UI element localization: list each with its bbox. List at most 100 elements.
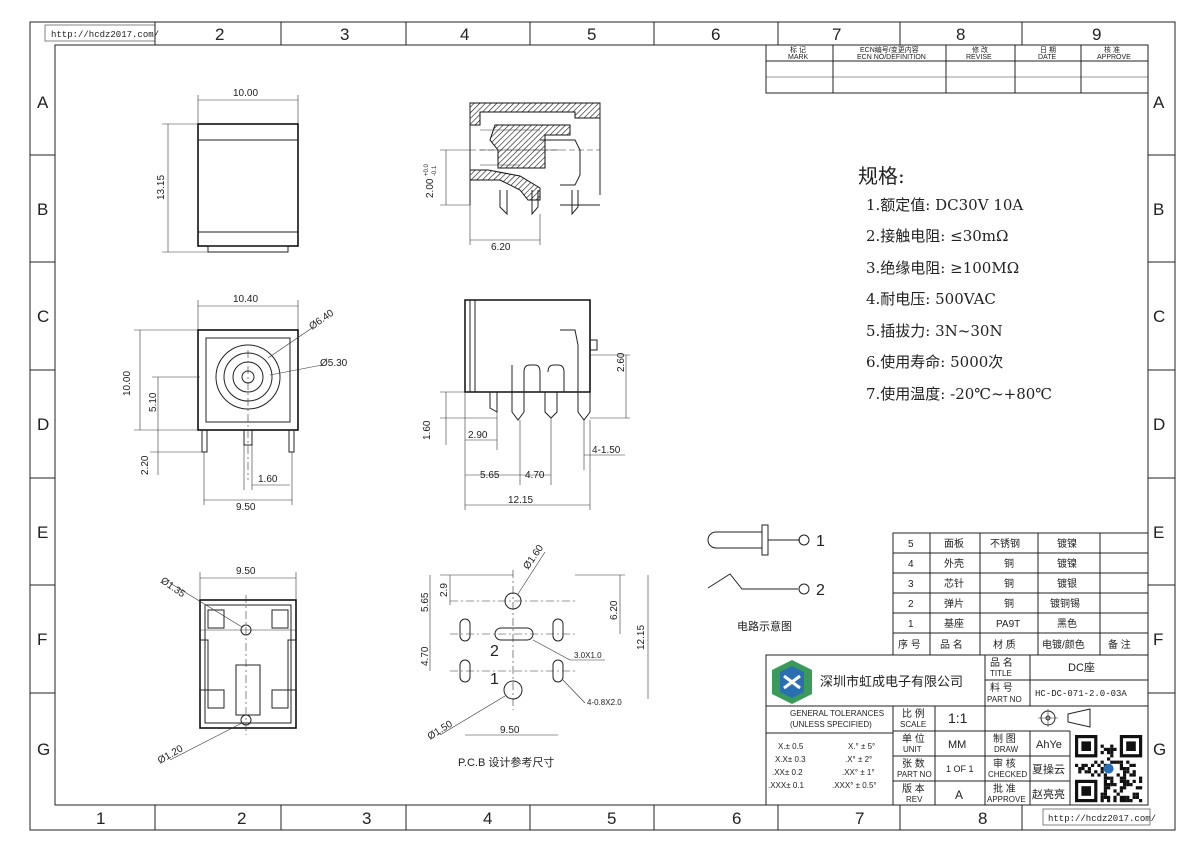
dim-front-51: 5.10 xyxy=(148,392,159,412)
tol-ang-1: .X° ± 2° xyxy=(845,755,872,764)
rev-hdr-ecn-cn: ECN编号/变更内容 xyxy=(860,45,919,54)
zone-right-F: F xyxy=(1153,630,1163,649)
dim-sec-tol-minus: -0.1 xyxy=(432,165,438,176)
projection-symbol xyxy=(1038,708,1091,728)
bottom-zone-strip: 1 2 3 4 5 6 7 8 http://hcdz2017.com/ xyxy=(96,805,1156,830)
dim-pcb-d160: Ø1.60 xyxy=(521,543,546,572)
tol-title: GENERAL TOLERANCES xyxy=(790,709,884,718)
zone-top-4: 5 xyxy=(587,25,596,44)
dim-pcb-950: 9.50 xyxy=(500,725,520,736)
bom-hdr-mat: 材 质 xyxy=(993,638,1016,651)
front-view: 10.40 Ø6.40 Ø5.30 10.00 5.10 2.20 1.60 9… xyxy=(122,294,348,513)
revision-block: 标 记 MARK ECN编号/变更内容 ECN NO/DEFINITION 修 … xyxy=(765,44,1149,94)
zone-right-C: C xyxy=(1153,307,1165,326)
bom-r2-no: 2 xyxy=(908,599,914,610)
rev-hdr-approve-cn: 核 准 xyxy=(1104,45,1120,54)
tb-sheet-en: PART NO xyxy=(897,770,932,779)
outer-frame xyxy=(29,21,1176,831)
dim-side-4150: 4-1.50 xyxy=(592,445,621,456)
tb-unit-val: MM xyxy=(948,739,966,751)
bom-hdr-remark: 备 注 xyxy=(1108,638,1131,651)
tb-check-val: 夏操云 xyxy=(1032,762,1065,776)
company-logo xyxy=(772,660,812,704)
zone-bottom-4: 4 xyxy=(483,809,492,828)
zone-bottom-1: 1 xyxy=(96,809,105,828)
dim-pcb-470: 4.70 xyxy=(420,646,431,666)
tb-draw-cn: 制 图 xyxy=(993,732,1016,745)
rev-hdr-revise-en: REVISE xyxy=(966,54,992,61)
spec-item-1: 1.额定值: DC30V 10A xyxy=(866,196,1023,214)
dim-pcb-1215: 12.15 xyxy=(636,625,647,650)
tb-name-val: DC座 xyxy=(1068,660,1095,674)
zone-right-E: E xyxy=(1153,523,1164,542)
spec-item-3: 3.绝缘电阻: ≥100MΩ xyxy=(866,259,1019,277)
bom-r2-finish: 镀铜锡 xyxy=(1050,597,1080,610)
tb-sheet-cn: 张 数 xyxy=(902,757,925,770)
zone-top-2: 3 xyxy=(340,25,349,44)
circuit-caption: 电路示意图 xyxy=(737,619,792,633)
bom-hdr-name: 品 名 xyxy=(940,638,963,651)
dim-bot-950: 9.50 xyxy=(236,566,256,577)
tb-rev-en: REV xyxy=(906,795,923,804)
dim-front-h: 10.00 xyxy=(122,371,133,396)
bom-r3-name: 芯针 xyxy=(944,577,964,590)
tb-scale-val: 1:1 xyxy=(948,710,968,726)
spec-item-4: 4.耐电压: 500VAC xyxy=(866,290,996,308)
tb-name-en: TITLE xyxy=(990,669,1012,678)
rev-hdr-revise-cn: 修 改 xyxy=(972,45,988,54)
side-view: 2.60 1.60 2.90 4-1.50 5.65 4.70 12.15 xyxy=(422,299,630,510)
tb-appr-cn: 批 准 xyxy=(993,782,1016,795)
dim-front-d530: Ø5.30 xyxy=(320,358,348,369)
tol-lin-2: .XX± 0.2 xyxy=(772,768,803,777)
zone-right-A: A xyxy=(1153,93,1165,112)
dim-side-470: 4.70 xyxy=(525,470,545,481)
bom-r4-mat: 铜 xyxy=(1004,558,1014,570)
bom-r4-finish: 镀镍 xyxy=(1057,557,1077,570)
tb-part-cn: 料 号 xyxy=(990,681,1013,694)
dim-bot-d135: Ø1.35 xyxy=(158,575,187,600)
zone-right-G: G xyxy=(1153,740,1166,759)
tb-part-val: HC-DC-071-2.0-03A xyxy=(1035,689,1127,699)
bom-r3-finish: 镀银 xyxy=(1057,577,1077,590)
tb-appr-en: APPROVE xyxy=(987,795,1026,804)
bottom-view: 9.50 Ø1.35 Ø1.20 xyxy=(156,566,297,767)
spec-item-5: 5.插拔力: 3N~30N xyxy=(866,322,1003,340)
tb-draw-en: DRAW xyxy=(994,745,1019,754)
tb-scale-cn: 比 例 xyxy=(902,707,925,720)
bom-r4-name: 外壳 xyxy=(944,557,964,570)
bom-hdr-finish: 电镀/颜色 xyxy=(1042,638,1085,651)
spec-item-2: 2.接触电阻: ≤30mΩ xyxy=(866,227,1008,245)
circuit-pin2: 2 xyxy=(816,582,825,599)
dim-front-16: 1.60 xyxy=(258,474,278,485)
bom-r1-name: 基座 xyxy=(944,617,964,630)
tb-check-cn: 审 核 xyxy=(993,757,1016,770)
dim-front-d640: Ø6.40 xyxy=(307,308,336,333)
pcb-caption: P.C.B 设计参考尺寸 xyxy=(458,755,554,769)
spec-item-6: 6.使用寿命: 5000次 xyxy=(866,353,1003,371)
zone-left-F: F xyxy=(37,630,47,649)
bom-r2-name: 弹片 xyxy=(944,597,964,610)
dim-side-290: 2.90 xyxy=(468,430,488,441)
rev-hdr-mark-en: MARK xyxy=(788,54,809,61)
tol-ang-2: .XX° ± 1° xyxy=(842,768,875,777)
rev-hdr-ecn-en: ECN NO/DEFINITION xyxy=(857,54,926,61)
rev-hdr-approve-en: APPROVE xyxy=(1097,54,1131,61)
dim-bot-d120: Ø1.20 xyxy=(156,743,185,766)
spec-item-7: 7.使用温度: -20℃~+80℃ xyxy=(866,385,1052,403)
tb-rev-cn: 版 本 xyxy=(902,782,925,795)
title-block: 深圳市虹成电子有限公司 品 名 TITLE DC座 料 号 PART NO HC… xyxy=(765,654,1149,806)
rev-hdr-mark-cn: 标 记 xyxy=(790,45,806,54)
dim-top-height: 13.15 xyxy=(156,175,167,200)
dim-pcb-slot4: 4-0.8X2.0 xyxy=(587,698,622,707)
rev-hdr-date-cn: 日 期 xyxy=(1040,46,1056,54)
zone-bottom-5: 5 xyxy=(607,809,616,828)
zone-left-A: A xyxy=(37,93,49,112)
section-view: 2.00 +0.0 -0.1 6.20 xyxy=(424,102,601,253)
zone-top-1: 2 xyxy=(215,25,224,44)
zone-bottom-8: 8 xyxy=(978,809,987,828)
bom-r5-name: 面板 xyxy=(944,537,964,550)
url-label-bottom: http://hcdz2017.com/ xyxy=(1048,814,1156,824)
zone-bottom-7: 7 xyxy=(855,809,864,828)
dim-pcb-565: 5.65 xyxy=(420,592,431,612)
